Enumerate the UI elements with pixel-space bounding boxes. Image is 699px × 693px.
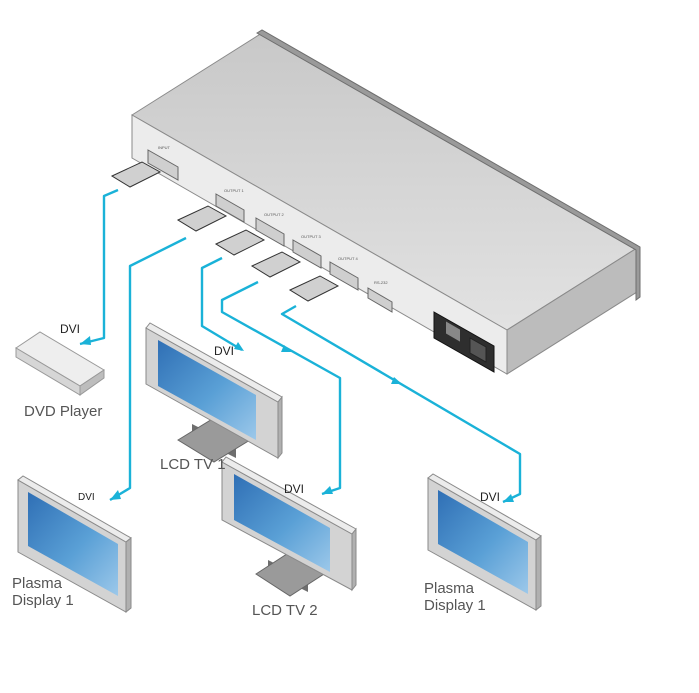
- input-port: INPUT: [147, 145, 179, 181]
- svg-text:RS-232: RS-232: [374, 280, 388, 285]
- plasma-right-screen: [438, 490, 528, 594]
- plasma-left-label-line1: Plasma: [12, 575, 63, 592]
- cable-out2-to-lcd1: [200, 256, 243, 352]
- arrow-dvd: [80, 336, 91, 345]
- cable-out1-to-plasma-left: [109, 236, 187, 502]
- dvd-cable-label: DVI: [60, 322, 81, 336]
- lcd-tv-1-screen: [158, 340, 256, 440]
- svg-text:OUTPUT 2: OUTPUT 2: [264, 212, 284, 217]
- rs232-port: RS-232: [367, 280, 393, 313]
- output-2-port: OUTPUT 2: [255, 212, 285, 247]
- lcd-tv-1-label: LCD TV 1: [160, 456, 226, 473]
- svg-text:OUTPUT 3: OUTPUT 3: [301, 234, 321, 239]
- dvi-distribution-amplifier: INPUT OUTPUT 1 OUTPUT 2 OUTPUT 3 OUTPUT …: [110, 29, 641, 375]
- cable-out4-to-plasma-right: [280, 304, 522, 504]
- plasma-left-cable-label: DVI: [78, 492, 95, 503]
- plasma-right-label-line2: Display 1: [424, 597, 486, 614]
- dvd-player: [15, 331, 105, 396]
- svg-text:OUTPUT 4: OUTPUT 4: [338, 256, 358, 261]
- plasma-right-label-line1: Plasma: [424, 580, 475, 597]
- arrow-plasma-left: [110, 490, 121, 500]
- cable-arrows: [80, 336, 514, 502]
- dvi-plugs: [110, 161, 340, 302]
- lcd-tv-2-label: LCD TV 2: [252, 602, 318, 619]
- output-1-port: OUTPUT 1: [215, 188, 245, 223]
- cables: [79, 188, 522, 504]
- plasma-display-right: [427, 473, 542, 612]
- arrow-lcd2: [322, 486, 333, 494]
- plasma-display-left: [17, 475, 132, 614]
- lcd-tv-2-cable-label: DVI: [284, 482, 305, 496]
- plasma-right-cable-label: DVI: [480, 490, 501, 504]
- cable-dvd-to-input: [79, 188, 119, 346]
- arrow-lcd2-mid: [281, 345, 292, 352]
- dvd-player-label: DVD Player: [24, 403, 103, 420]
- arrow-plasma-right: [503, 494, 514, 502]
- plasma-left-label-line2: Display 1: [12, 592, 74, 609]
- cable-out3-to-lcd2: [220, 280, 342, 496]
- plasma-left-screen: [28, 492, 118, 596]
- lcd-tv-1: [145, 322, 283, 463]
- output-3-port: OUTPUT 3: [292, 234, 322, 269]
- arrow-plasma-right-mid: [391, 377, 402, 384]
- router-rail: [256, 29, 641, 301]
- arrow-lcd1: [234, 342, 244, 351]
- lcd-tv-2-screen: [234, 474, 330, 572]
- svg-text:INPUT: INPUT: [158, 145, 171, 150]
- lcd-tv-2: [221, 456, 357, 597]
- lcd-tv-1-cable-label: DVI: [214, 344, 235, 358]
- output-4-port: OUTPUT 4: [329, 256, 359, 291]
- svg-text:OUTPUT 1: OUTPUT 1: [224, 188, 244, 193]
- power-socket: [433, 311, 495, 373]
